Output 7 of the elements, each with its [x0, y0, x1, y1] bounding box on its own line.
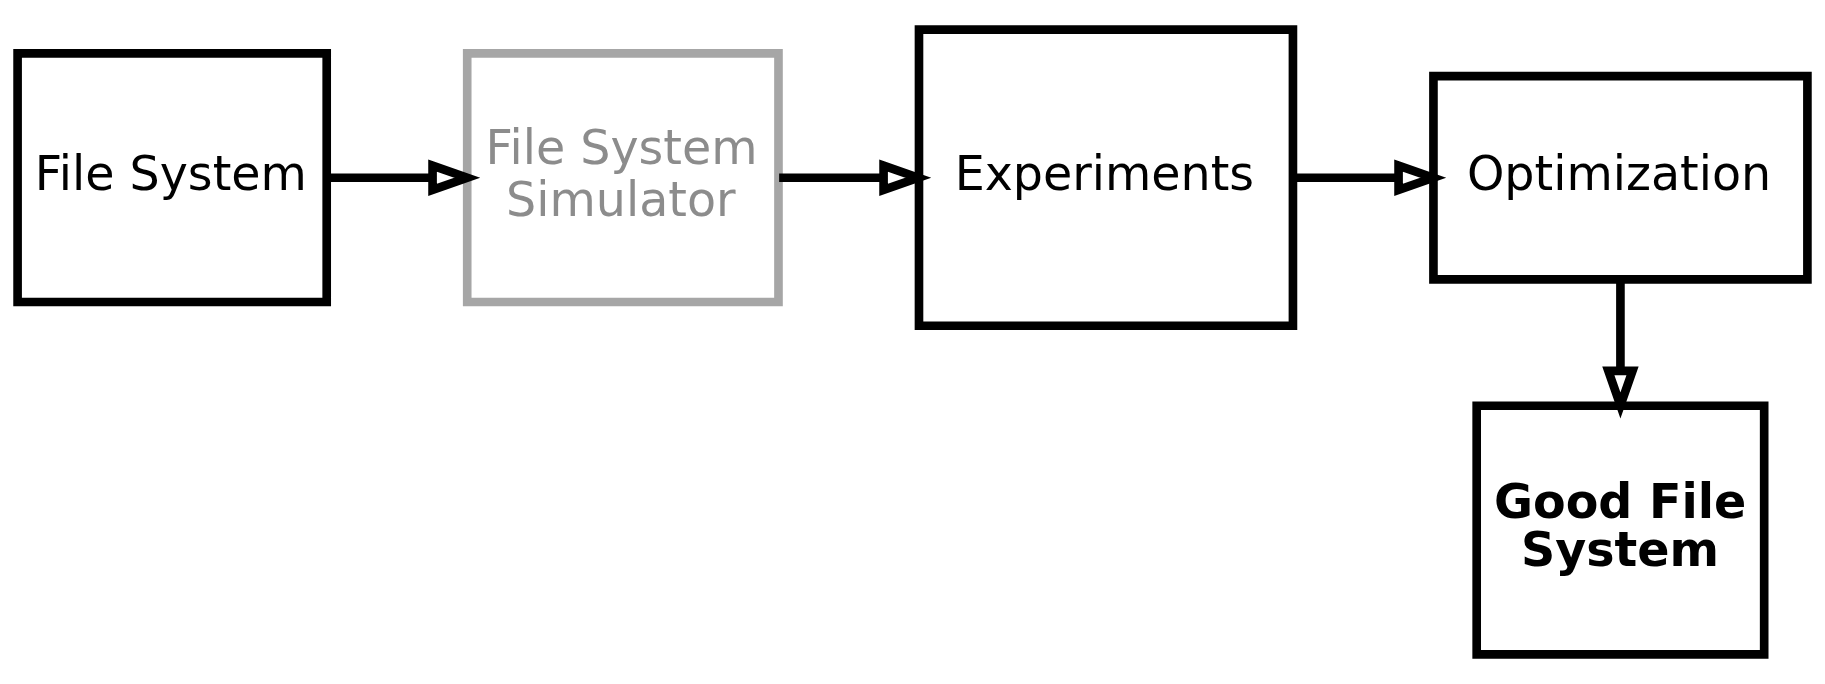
- node-box: File System Simulator: [462, 49, 783, 307]
- node-box: Good File System: [1472, 401, 1769, 659]
- node-box: File System: [13, 49, 332, 307]
- arrow: [779, 159, 932, 196]
- node-box: Optimization: [1429, 71, 1812, 284]
- node-box: Experiments: [914, 25, 1298, 331]
- arrow: [1602, 280, 1639, 419]
